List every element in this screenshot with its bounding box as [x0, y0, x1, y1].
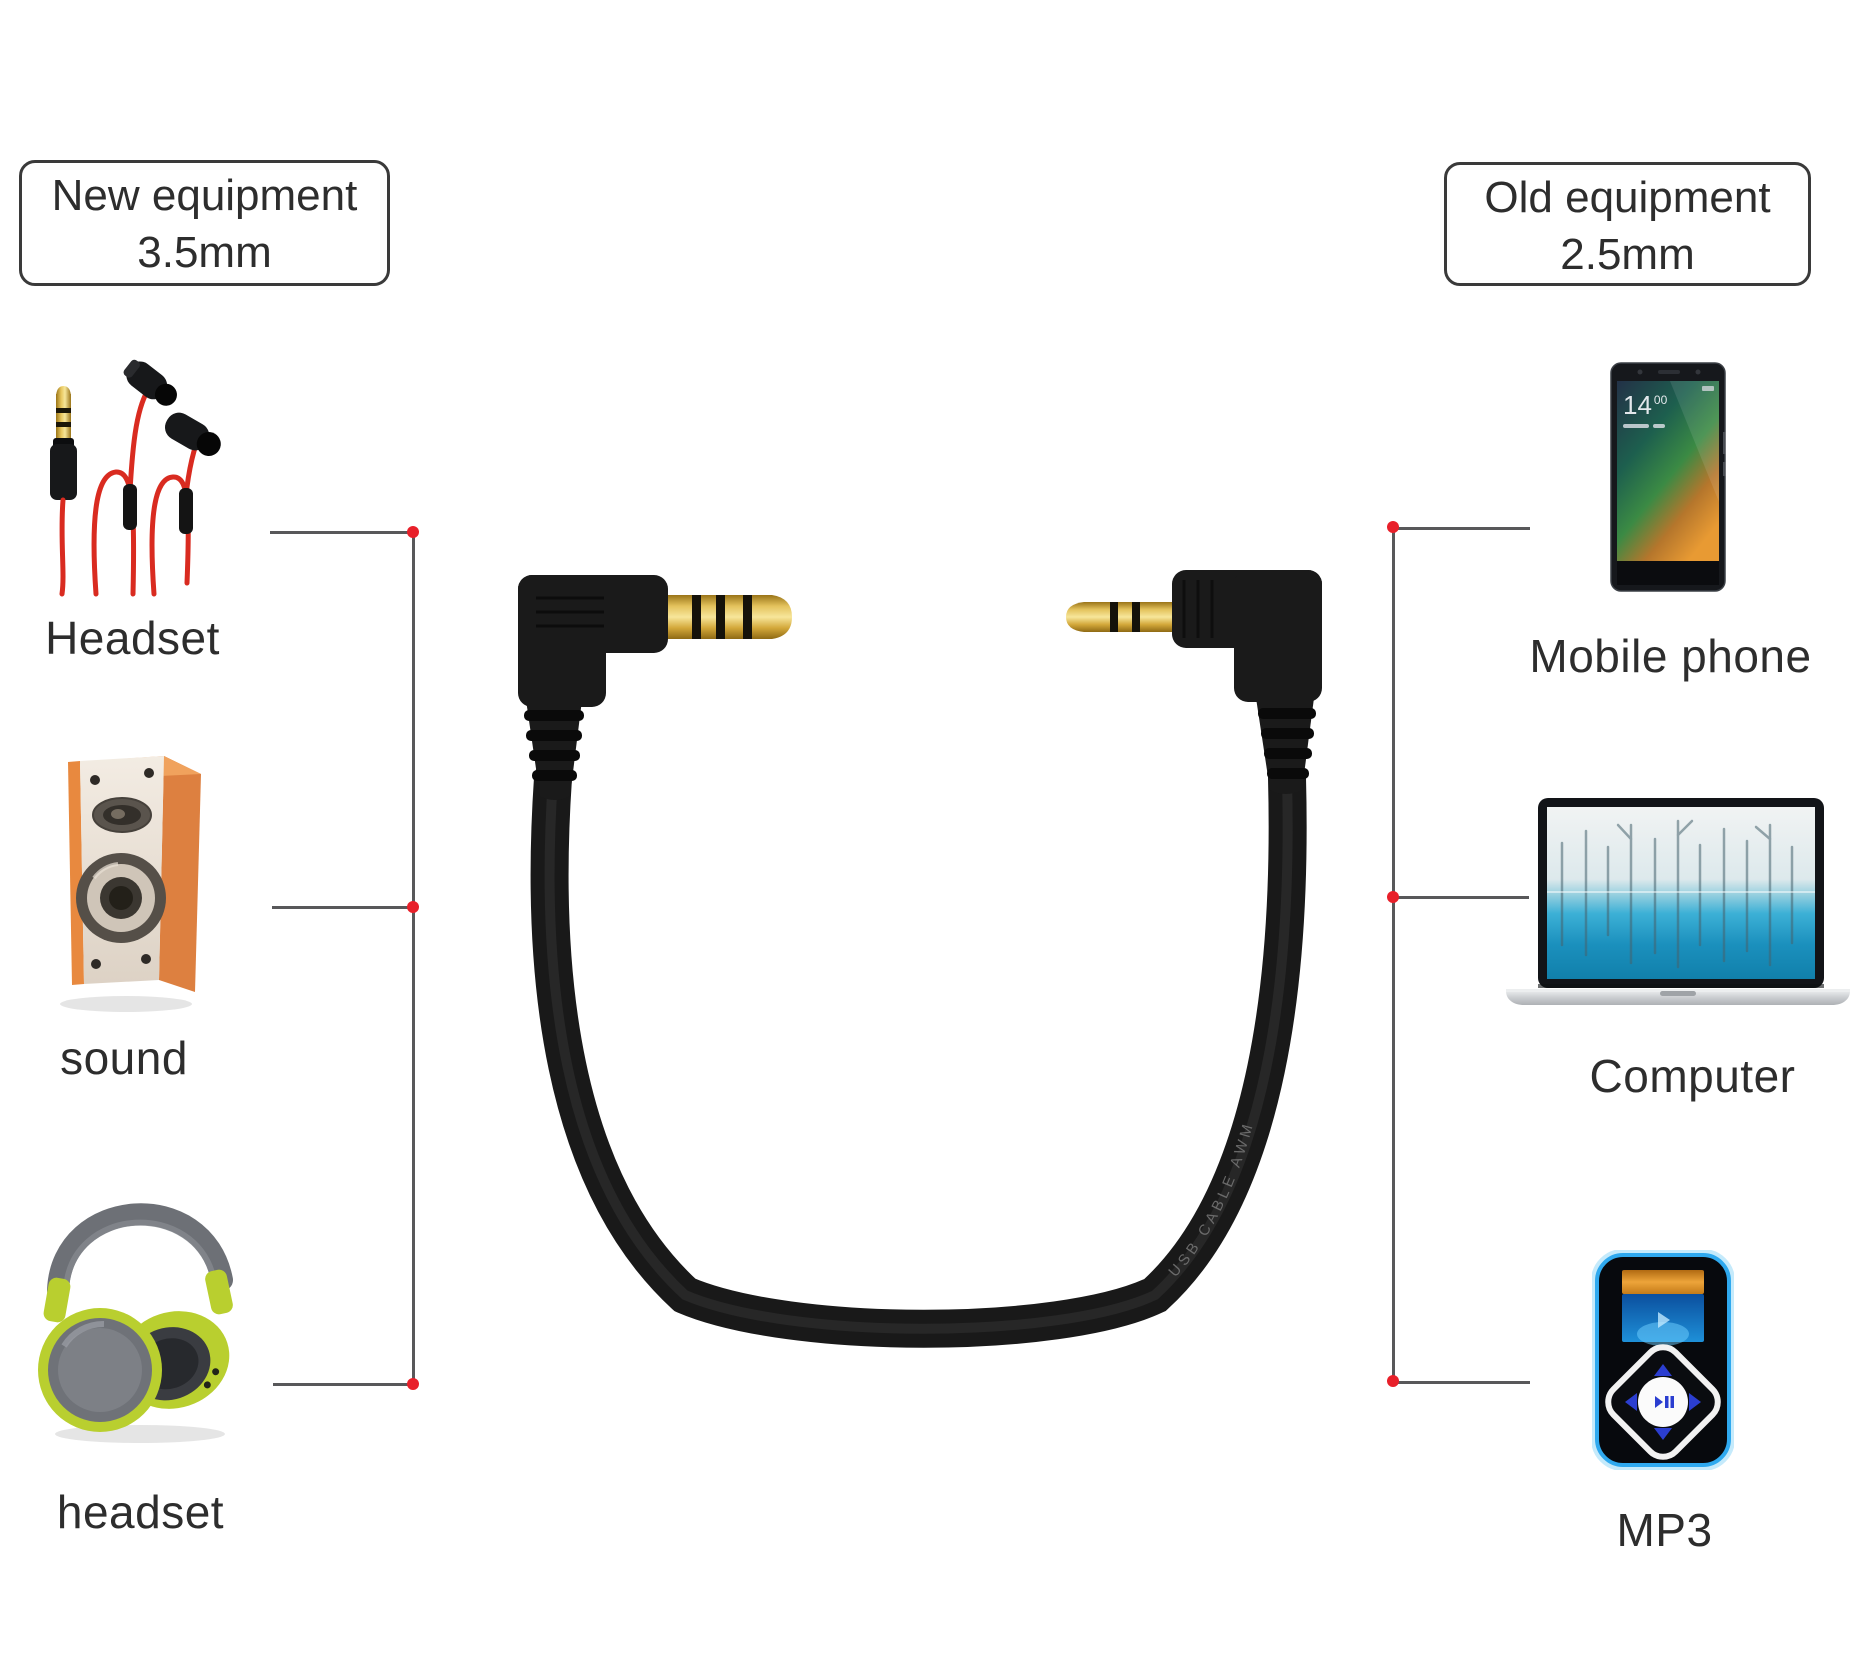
earbud-right	[164, 412, 221, 456]
headphones-headband	[47, 1203, 233, 1301]
earbuds-inline-remote	[179, 488, 193, 534]
mp3-next-icon	[1689, 1393, 1701, 1411]
headset2-label: headset	[56, 1486, 225, 1538]
laptop-illustration	[1506, 798, 1850, 1005]
left-branch-sound	[272, 906, 412, 909]
old-equipment-box: Old equipment 2.5mm	[1444, 162, 1811, 286]
mp3-up-icon	[1654, 1364, 1672, 1376]
computer-label: Computer	[1589, 1050, 1796, 1102]
adapter-cable-illustration: USB CABLE AWM	[518, 570, 1322, 1348]
new-equipment-box: New equipment 3.5mm	[19, 160, 390, 286]
junction-dot	[1387, 521, 1399, 533]
speaker-illustration	[60, 756, 201, 1012]
mp3-control-pad	[1605, 1344, 1721, 1460]
mp3-prev-icon	[1625, 1393, 1637, 1411]
speaker-tweeter	[92, 797, 152, 833]
junction-dot	[407, 1378, 419, 1390]
earbuds-illustration	[50, 359, 221, 597]
mp3-label: MP3	[1616, 1504, 1713, 1556]
mp3-player-illustration	[1592, 1250, 1734, 1470]
mp3-down-icon	[1654, 1428, 1672, 1440]
sound-label: sound	[60, 1032, 188, 1084]
left-branch-headphones	[273, 1383, 412, 1386]
speaker-woofer	[76, 853, 166, 943]
plug-3-5mm-icon	[518, 575, 792, 800]
junction-dot	[407, 526, 419, 538]
new-equipment-title: New equipment	[51, 171, 358, 220]
junction-dot	[1387, 891, 1399, 903]
new-equipment-size: 3.5mm	[137, 228, 272, 277]
old-equipment-size: 2.5mm	[1560, 230, 1695, 279]
right-branch-mp3	[1393, 1381, 1530, 1384]
headphones-left-hinge	[43, 1277, 71, 1323]
right-branch-phone	[1393, 527, 1530, 530]
junction-dot	[407, 901, 419, 913]
left-branch-headset	[270, 531, 412, 534]
earbuds-plug	[50, 386, 77, 500]
right-vertical-line	[1392, 527, 1395, 1383]
headphones-right-hinge	[205, 1269, 233, 1315]
left-vertical-line	[412, 531, 415, 1386]
headset-label: Headset	[45, 612, 220, 664]
speaker-screws	[90, 768, 154, 969]
earbud-left	[123, 359, 177, 406]
laptop-base	[1506, 991, 1850, 1005]
right-branch-computer	[1393, 896, 1529, 899]
laptop-wallpaper-trees	[1560, 819, 1794, 969]
old-equipment-title: Old equipment	[1484, 173, 1771, 222]
mobile-phone-label: Mobile phone	[1529, 630, 1812, 682]
mp3-screen-top	[1622, 1270, 1704, 1294]
headphones-illustration	[38, 1203, 233, 1443]
phone-screen	[1617, 381, 1719, 561]
earbuds-inline-remote	[123, 484, 137, 530]
cable-wire	[530, 759, 1307, 1348]
plug-2-5mm-icon	[1066, 570, 1322, 794]
headphones-left-earcup	[38, 1308, 162, 1432]
junction-dot	[1387, 1375, 1399, 1387]
mp3-play-pause-icon	[1655, 1396, 1663, 1408]
speaker-side	[159, 756, 201, 992]
